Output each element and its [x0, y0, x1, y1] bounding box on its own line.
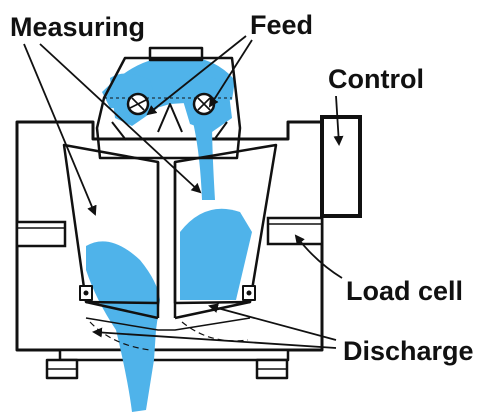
- discharge-arrow-right: [208, 303, 337, 341]
- base-strip: [58, 348, 290, 362]
- label-feed: Feed: [250, 10, 313, 40]
- measuring-arrow-left: [23, 43, 97, 216]
- left-load-cell: [15, 220, 67, 248]
- discharge-arrow-left: [92, 327, 337, 349]
- feed-arrow-right: [208, 39, 253, 108]
- label-load-cell: Load cell: [346, 276, 463, 306]
- label-measuring: Measuring: [10, 12, 145, 42]
- left-discharge-gate: [85, 300, 159, 320]
- feed-divider: [157, 103, 183, 133]
- right-hopper-material: [180, 208, 252, 300]
- load-cell-arrow: [294, 234, 343, 279]
- weigh-hoppers: [62, 143, 278, 351]
- control-box: [320, 115, 362, 218]
- measuring-arrow-right: [39, 43, 202, 194]
- control-arrow: [333, 95, 344, 146]
- label-discharge: Discharge: [343, 336, 474, 366]
- left-hopper-material: [86, 241, 160, 412]
- right-load-cell: [266, 216, 324, 246]
- label-control: Control: [328, 64, 424, 94]
- leader-lines: [23, 35, 344, 349]
- load-cells: [15, 216, 324, 248]
- machine-frame: [15, 120, 324, 380]
- feed-arrow-left: [146, 35, 247, 116]
